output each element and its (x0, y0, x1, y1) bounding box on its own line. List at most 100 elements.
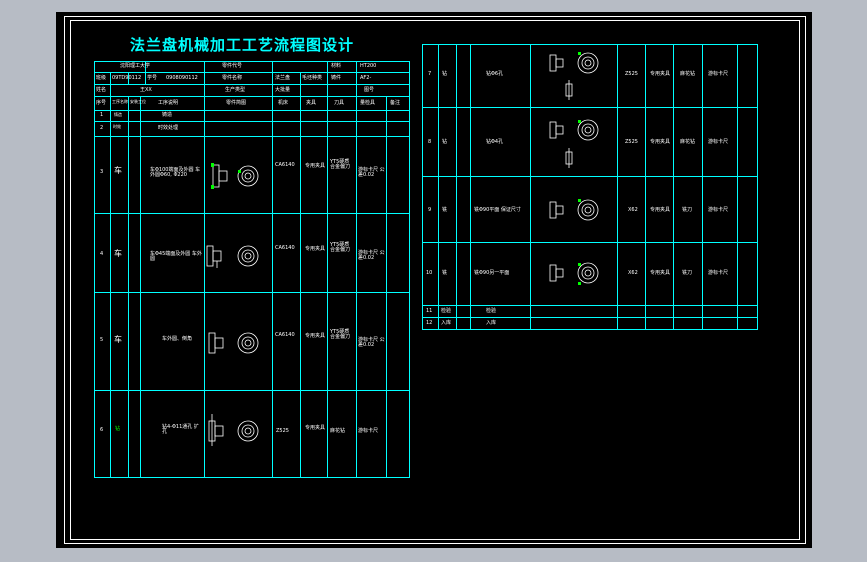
op5-gauge: 游标卡尺 公差0.02 (358, 337, 385, 348)
op2-no: 2 (100, 125, 104, 131)
op8-desc: 钻Φ4孔 (486, 139, 504, 145)
col-machine: 机床 (278, 100, 289, 106)
school-name: 沈阳理工大学 (120, 63, 151, 69)
material-value: HT200 (360, 63, 377, 69)
material-label: 材料 (331, 63, 342, 69)
outer-frame (64, 16, 806, 544)
op6-gauge: 游标卡尺 (358, 428, 379, 434)
op5-fixture: 专用夹具 (305, 333, 326, 339)
name-label: 姓名 (96, 87, 107, 93)
op10-gauge: 游标卡尺 (708, 270, 729, 276)
op4-fixture: 专用夹具 (305, 246, 326, 252)
col-sketch: 零件简图 (226, 100, 247, 106)
op10-no: 10 (426, 270, 433, 276)
name-value: 王XX (140, 87, 152, 93)
op3-fixture: 专用夹具 (305, 163, 326, 169)
drawing-title: 法兰盘机械加工工艺流程图设计 (130, 36, 355, 54)
op7-fixture: 专用夹具 (650, 71, 671, 77)
part-sketch-op5 (208, 332, 259, 354)
op10-machine: X62 (628, 270, 638, 276)
part-sketch-op6 (208, 414, 259, 446)
op12-name: 入库 (441, 320, 452, 326)
op3-desc: 车Φ100端面及外圆 车外圆Φ60, Φ220 (150, 167, 201, 178)
op8-name: 钻 (442, 139, 448, 145)
inner-frame (70, 20, 800, 540)
op11-desc: 检验 (486, 308, 497, 314)
op5-name: 车 (114, 335, 122, 344)
part-sketch-op3 (212, 164, 259, 188)
op3-gauge: 游标卡尺 公差0.02 (358, 167, 385, 178)
part-name-label: 零件名称 (222, 75, 243, 81)
op8-gauge: 游标卡尺 (708, 139, 729, 145)
op1-name: 铸造 (114, 112, 122, 117)
part-code-label: 零件代号 (222, 63, 243, 69)
op7-tool: 麻花钻 (680, 71, 696, 77)
op11-no: 11 (426, 308, 433, 314)
op3-tool: YT5硬质合金偏刀 (330, 159, 351, 170)
blank-type-label: 毛坯种类 (302, 75, 323, 81)
op9-no: 9 (428, 207, 432, 213)
col-fixture: 夹具 (306, 100, 317, 106)
op7-machine: Z525 (625, 71, 638, 77)
op1-no: 1 (100, 112, 104, 118)
op4-name: 车 (114, 249, 122, 258)
part-sketch-op10 (549, 262, 599, 284)
op10-name: 铣 (442, 270, 448, 276)
class-value: 09TD90112 (112, 75, 142, 81)
op2-desc: 时效处理 (158, 125, 179, 131)
col-tool: 刀具 (334, 100, 345, 106)
op7-no: 7 (428, 71, 432, 77)
op6-fixture: 专用夹具 (305, 425, 326, 431)
op12-no: 12 (426, 320, 433, 326)
production-type-label: 生产类型 (225, 87, 246, 93)
op8-machine: Z525 (625, 139, 638, 145)
op4-machine: CA6140 (275, 245, 295, 251)
op9-desc: 铣Φ90平面 保证尺寸 (474, 207, 521, 213)
op7-gauge: 游标卡尺 (708, 71, 729, 77)
op3-name: 车 (114, 166, 122, 175)
op10-tool: 铣刀 (682, 270, 693, 276)
op6-tool: 麻花钻 (330, 428, 346, 434)
class-label: 班级 (96, 75, 107, 81)
op6-machine: Z525 (276, 428, 289, 434)
op4-no: 4 (100, 251, 104, 257)
op11-name: 检验 (441, 308, 452, 314)
drawing-sheet (56, 12, 812, 548)
op5-machine: CA6140 (275, 332, 295, 338)
col-gauge: 量检具 (360, 100, 376, 106)
col-desc: 工序说明 (158, 100, 179, 106)
op3-no: 3 (100, 169, 104, 175)
col-station: 安装工位 (130, 99, 146, 104)
op3-machine: CA6140 (275, 162, 295, 168)
op1-desc: 铸造 (162, 112, 173, 118)
batch-label: AF2- (360, 75, 372, 81)
op9-fixture: 专用夹具 (650, 207, 671, 213)
part-sketch-op7 (549, 52, 599, 100)
op6-no: 6 (100, 427, 104, 433)
op6-name: 钻 (115, 426, 121, 432)
op10-fixture: 专用夹具 (650, 270, 671, 276)
op8-tool: 麻花钻 (680, 139, 696, 145)
op2-name: 时效 (113, 124, 121, 129)
drawing-no-label: 图号 (364, 87, 375, 93)
op4-desc: 车Φ45端面及外圆 车外圆 (150, 251, 202, 262)
part-sketch-op9 (549, 199, 599, 221)
part-name-value: 法兰盘 (275, 75, 291, 81)
op4-gauge: 游标卡尺 公差0.02 (358, 250, 385, 261)
op6-desc: 钻4-Φ11通孔 扩孔 (162, 424, 199, 435)
student-no-value: 0908090112 (166, 75, 198, 81)
op7-desc: 钻Φ6孔 (486, 71, 504, 77)
op8-fixture: 专用夹具 (650, 139, 671, 145)
op9-name: 铣 (442, 207, 448, 213)
op4-tool: YT5硬质合金偏刀 (330, 242, 351, 253)
op5-tool: YT5硬质合金偏刀 (330, 329, 351, 340)
op8-no: 8 (428, 139, 432, 145)
student-no-label: 学号 (147, 75, 158, 81)
op5-desc: 车外圆、倒角 (162, 336, 193, 342)
op10-desc: 铣Φ90另一平面 (474, 270, 510, 276)
blank-type-value: 铸件 (331, 75, 342, 81)
part-sketch-op8 (549, 119, 599, 168)
production-type-value: 大批量 (275, 87, 291, 93)
col-no: 序号 (96, 100, 107, 106)
